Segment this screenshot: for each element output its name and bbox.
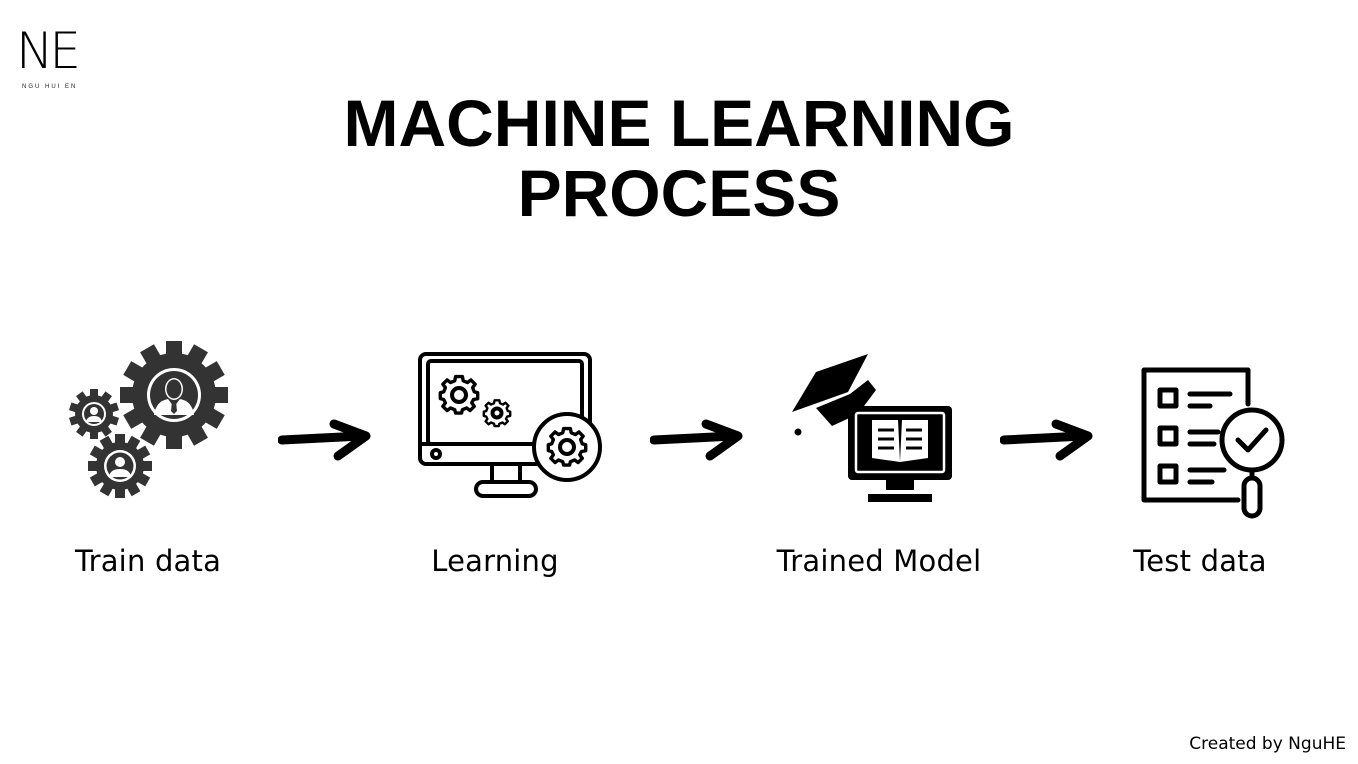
title-line-1: MACHINE LEARNING: [343, 86, 1015, 160]
step-label-learning: Learning: [431, 544, 559, 578]
arrow-right-icon: [650, 419, 743, 461]
arrow-right-icon: [278, 419, 371, 461]
credit-text: Created by NguHE: [1189, 734, 1346, 754]
step-label-test-data: Test data: [1133, 544, 1267, 578]
logo-mark: NE: [16, 22, 81, 80]
checklist-magnifier-icon: [1141, 367, 1285, 519]
logo-subtitle: NGU HUI EN: [22, 84, 78, 90]
step-label-train-data: Train data: [74, 544, 222, 578]
gears-people-icon: [68, 341, 228, 498]
page-title: MACHINE LEARNING PROCESS: [0, 88, 1358, 228]
step-label-trained-model: Trained Model: [776, 544, 982, 578]
graduation-cap-monitor-book-icon: [792, 354, 952, 502]
arrow-right-icon: [1000, 419, 1093, 461]
monitor-gears-icon: [418, 352, 602, 498]
logo: NE NGU HUI EN: [14, 24, 94, 94]
title-line-2: PROCESS: [517, 156, 841, 230]
